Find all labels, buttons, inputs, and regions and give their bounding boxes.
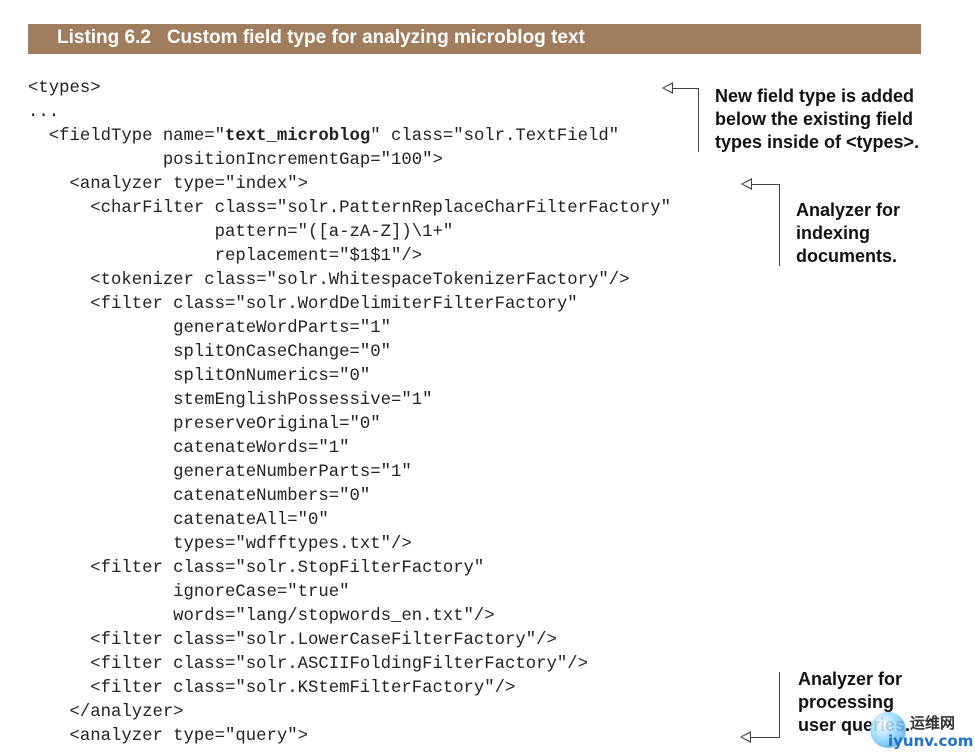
arrow-query-analyzer-icon: [740, 731, 751, 743]
annotation-index-analyzer: Analyzer for indexing documents.: [796, 199, 900, 268]
callout-line-field-type: [672, 88, 699, 89]
code-text: ...: [28, 103, 60, 122]
code-line: positionIncrementGap="100">: [28, 149, 671, 173]
code-line: ignoreCase="true": [28, 581, 671, 605]
code-line: <charFilter class="solr.PatternReplaceCh…: [28, 197, 671, 221]
watermark-top-text: 运维网: [910, 714, 956, 732]
code-line: <filter class="solr.KStemFilterFactory"/…: [28, 677, 671, 701]
code-line: <filter class="solr.WordDelimiterFilterF…: [28, 293, 671, 317]
code-text: words="lang/stopwords_en.txt"/>: [28, 607, 495, 626]
code-line: pattern="([a-zA-Z])\1+": [28, 221, 671, 245]
code-line: words="lang/stopwords_en.txt"/>: [28, 605, 671, 629]
code-text: generateWordParts="1": [28, 319, 391, 338]
code-text: <types>: [28, 79, 101, 98]
annotation-line: Analyzer for: [798, 669, 903, 689]
code-line: splitOnNumerics="0": [28, 365, 671, 389]
listing-header-title: Listing 6.2 Custom field type for analyz…: [57, 27, 585, 49]
code-line: <analyzer type="query">: [28, 725, 671, 749]
code-text: " class="solr.TextField": [370, 127, 620, 146]
code-text: catenateNumbers="0": [28, 487, 371, 506]
code-line: generateNumberParts="1": [28, 461, 671, 485]
annotation-line: below the existing field: [715, 109, 914, 129]
callout-line-query-analyzer: [750, 737, 780, 738]
code-line: replacement="$1$1"/>: [28, 245, 671, 269]
code-line: <fieldType name="text_microblog" class="…: [28, 125, 671, 149]
code-line: splitOnCaseChange="0": [28, 341, 671, 365]
code-line: generateWordParts="1": [28, 317, 671, 341]
code-text: preserveOriginal="0": [28, 415, 381, 434]
code-text: <filter class="solr.ASCIIFoldingFilterFa…: [28, 655, 589, 674]
callout-bracket-index-analyzer: [779, 184, 780, 266]
code-line: ...: [28, 101, 671, 125]
code-text: splitOnCaseChange="0": [28, 343, 391, 362]
code-text: <filter class="solr.WordDelimiterFilterF…: [28, 295, 578, 314]
code-text: <tokenizer class="solr.WhitespaceTokeniz…: [28, 271, 630, 290]
code-text: <filter class="solr.LowerCaseFilterFacto…: [28, 631, 557, 650]
code-line: preserveOriginal="0": [28, 413, 671, 437]
annotation-line: processing: [798, 692, 895, 712]
code-text: catenateAll="0": [28, 511, 329, 530]
code-line: <filter class="solr.ASCIIFoldingFilterFa…: [28, 653, 671, 677]
globe-icon: [870, 712, 906, 748]
listing-header-bar: [28, 24, 921, 54]
annotation-line: New field type is added: [715, 86, 915, 106]
code-line: catenateNumbers="0": [28, 485, 671, 509]
callout-bracket-query-analyzer: [779, 672, 780, 738]
code-listing: <types>... <fieldType name="text_microbl…: [28, 77, 671, 749]
code-text: splitOnNumerics="0": [28, 367, 371, 386]
code-text: types="wdfftypes.txt"/>: [28, 535, 412, 554]
code-line: catenateAll="0": [28, 509, 671, 533]
code-text-bold: text_microblog: [225, 127, 371, 146]
code-text: generateNumberParts="1": [28, 463, 412, 482]
code-line: types="wdfftypes.txt"/>: [28, 533, 671, 557]
callout-bracket-field-type: [698, 88, 699, 152]
code-text: <charFilter class="solr.PatternReplaceCh…: [28, 199, 671, 218]
code-line: </analyzer>: [28, 701, 671, 725]
code-text: stemEnglishPossessive="1": [28, 391, 433, 410]
annotation-field-type: New field type is added below the existi…: [715, 85, 919, 154]
listing-label: Listing 6.2: [57, 27, 151, 48]
arrow-index-analyzer-icon: [741, 178, 752, 190]
annotation-line: documents.: [796, 246, 898, 266]
code-line: <types>: [28, 77, 671, 101]
code-text: </analyzer>: [28, 703, 184, 722]
annotation-line: indexing: [796, 223, 871, 243]
code-text: pattern="([a-zA-Z])\1+": [28, 223, 454, 242]
annotation-line: types inside of <types>.: [715, 132, 920, 152]
callout-line-index-analyzer: [751, 184, 780, 185]
code-line: stemEnglishPossessive="1": [28, 389, 671, 413]
code-text: <fieldType name=": [28, 127, 226, 146]
code-text: replacement="$1$1"/>: [28, 247, 423, 266]
code-text: <analyzer type="query">: [28, 727, 309, 746]
code-text: catenateWords="1": [28, 439, 350, 458]
arrow-field-type-icon: [662, 82, 673, 94]
watermark-logo: 运维网 iyunv.com: [868, 708, 973, 755]
annotation-line: Analyzer for: [796, 200, 901, 220]
listing-title: Custom field type for analyzing microblo…: [166, 27, 585, 48]
code-text: <analyzer type="index">: [28, 175, 309, 194]
code-line: catenateWords="1": [28, 437, 671, 461]
code-line: <tokenizer class="solr.WhitespaceTokeniz…: [28, 269, 671, 293]
code-line: <filter class="solr.LowerCaseFilterFacto…: [28, 629, 671, 653]
code-text: ignoreCase="true": [28, 583, 350, 602]
code-text: <filter class="solr.StopFilterFactory": [28, 559, 485, 578]
code-line: <analyzer type="index">: [28, 173, 671, 197]
code-line: <filter class="solr.StopFilterFactory": [28, 557, 671, 581]
watermark-bottom-text: iyunv.com: [888, 732, 974, 750]
code-text: <filter class="solr.KStemFilterFactory"/…: [28, 679, 516, 698]
code-text: positionIncrementGap="100">: [28, 151, 443, 170]
